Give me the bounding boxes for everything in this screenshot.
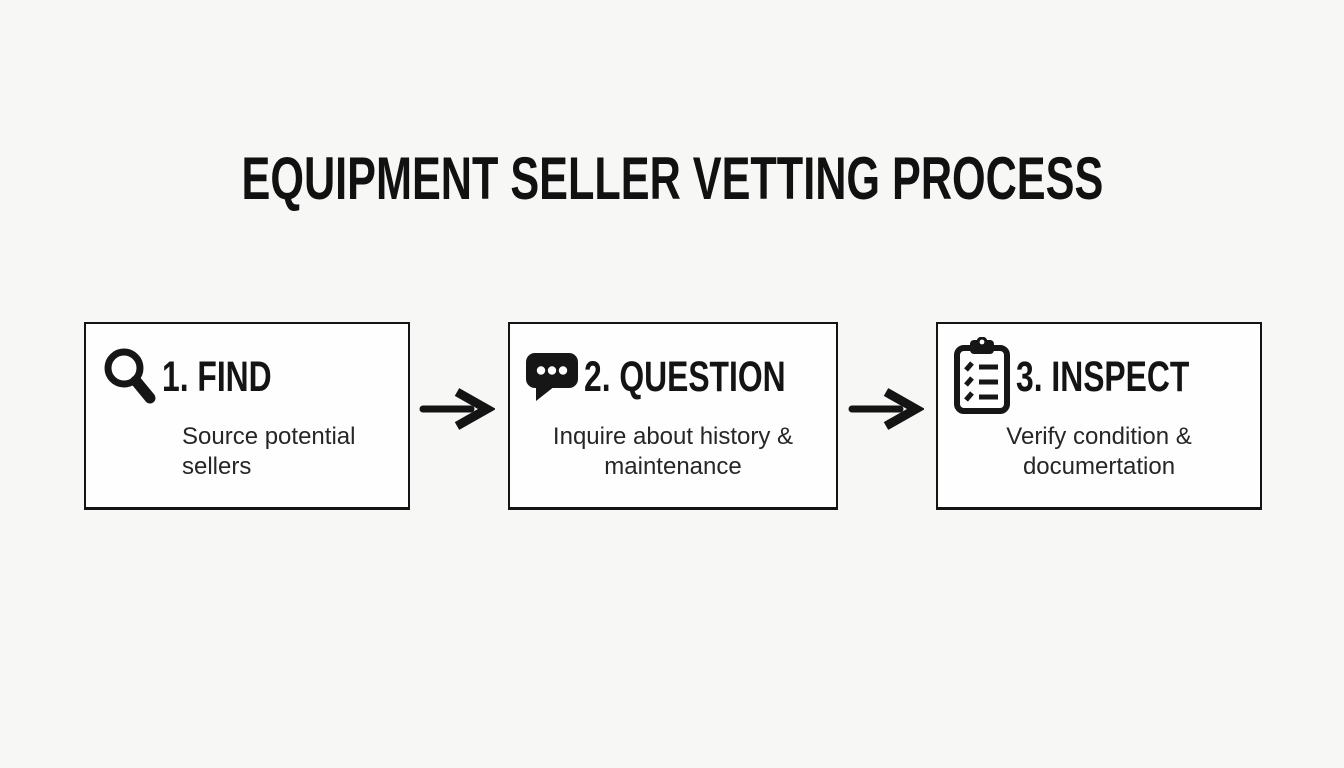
step-box-inspect: 3. INSPECT Verify condition & documertat…	[936, 322, 1262, 510]
step-header-question: 2. QUESTION	[510, 324, 836, 408]
step-header-inspect: 3. INSPECT	[938, 324, 1260, 414]
flow-arrow-2	[848, 388, 924, 430]
flow-arrow-1	[419, 388, 495, 430]
step-box-question: 2. QUESTION Inquire about history & main…	[508, 322, 838, 510]
step-description-question: Inquire about history & maintenance	[552, 423, 794, 480]
step-title-inspect: 3. INSPECT	[1016, 352, 1190, 401]
page-title: EQUIPMENT SELLER VETTING PROCESS	[241, 145, 1103, 212]
step-header-find: 1. FIND	[86, 324, 408, 408]
step-description-find: Source potential sellers	[182, 423, 356, 480]
step-title-question: 2. QUESTION	[584, 352, 786, 401]
clipboard-checklist-icon	[952, 337, 1012, 417]
speech-bubble-icon	[524, 350, 580, 404]
step-title-find: 1. FIND	[162, 352, 272, 401]
title-area: EQUIPMENT SELLER VETTING PROCESS	[0, 144, 1344, 213]
magnifier-icon	[100, 346, 158, 408]
step-box-find: 1. FIND Source potential sellers	[84, 322, 410, 510]
step-description-inspect: Verify condition & documertation	[1006, 423, 1192, 480]
